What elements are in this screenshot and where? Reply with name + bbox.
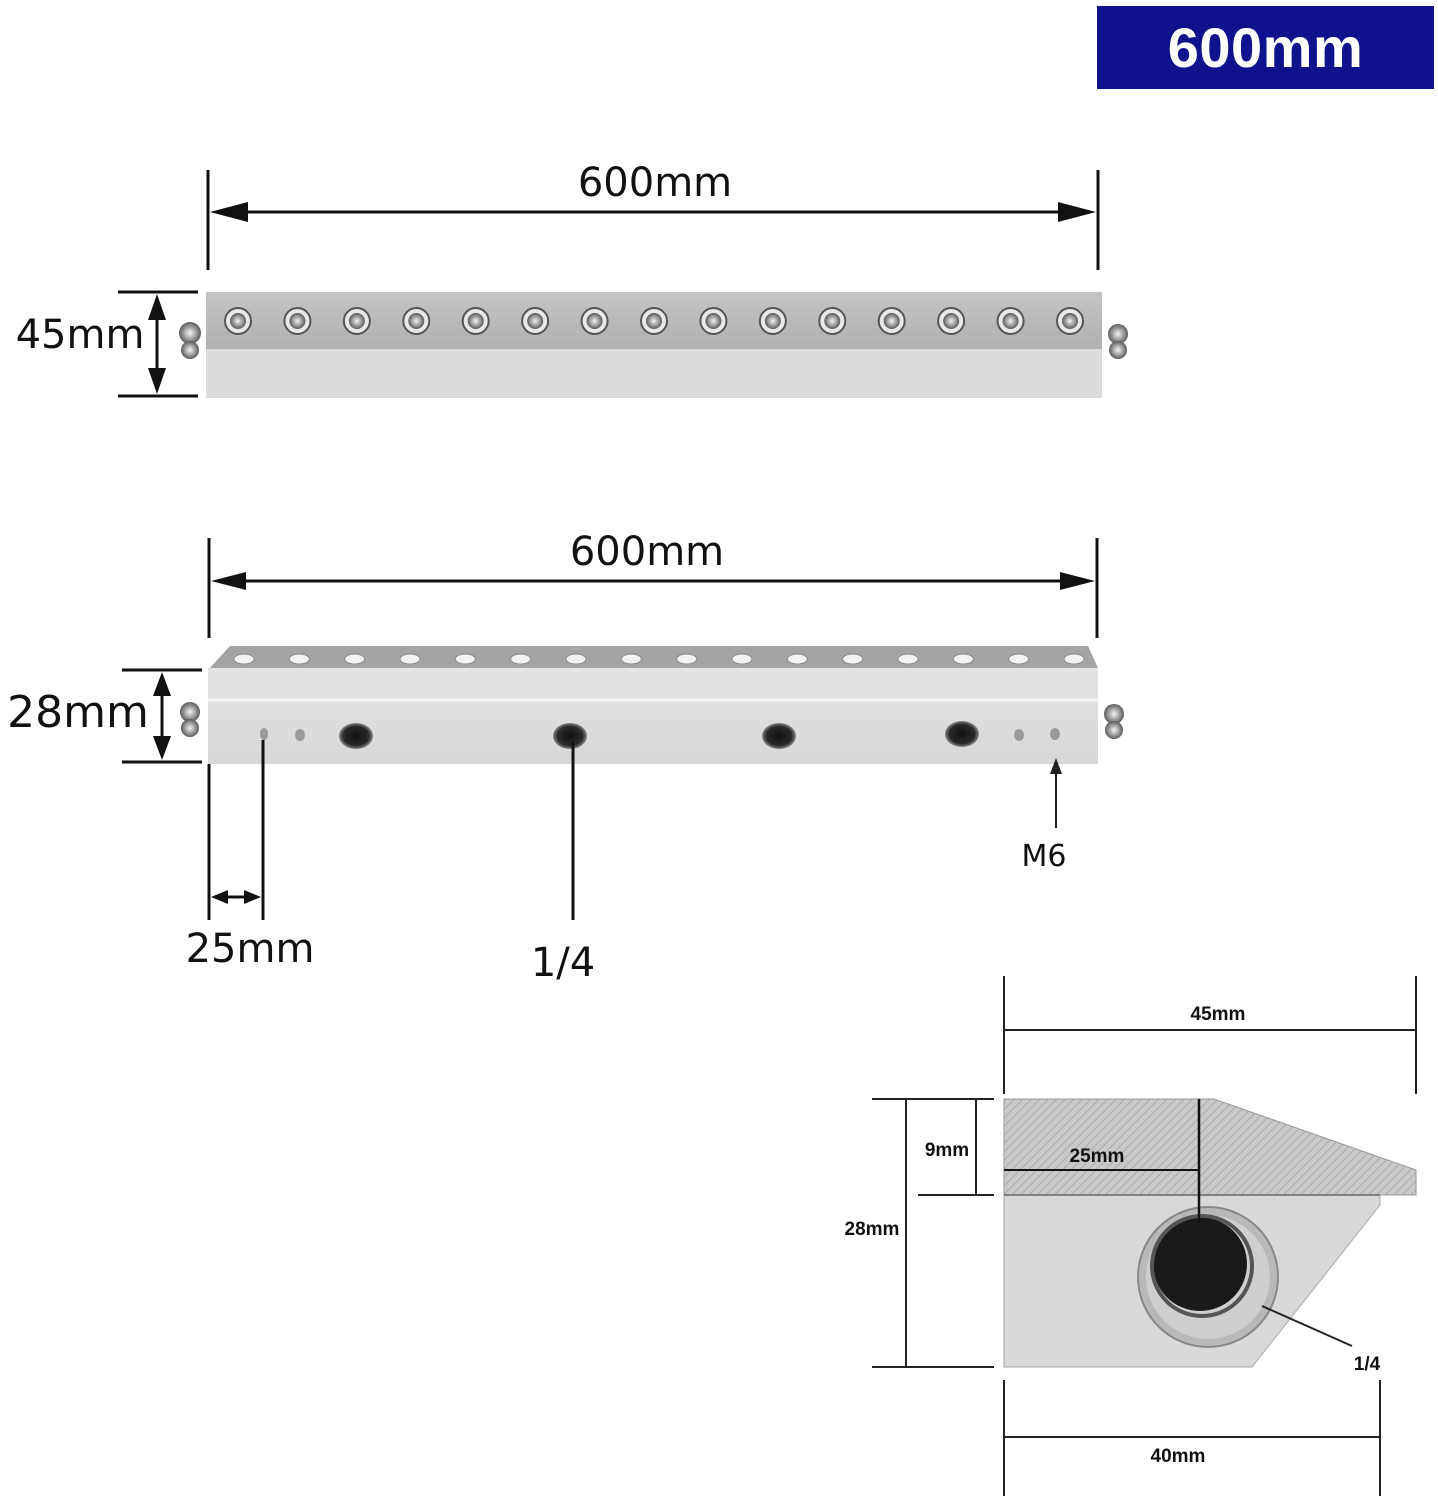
top-mount-hole bbox=[580, 307, 609, 335]
side-top-hole bbox=[510, 653, 532, 665]
side-top-hole bbox=[233, 653, 255, 665]
top-mount-hole bbox=[818, 307, 847, 335]
quarter-inch-hole bbox=[339, 723, 373, 749]
cross-height-label: 28mm bbox=[845, 1219, 900, 1240]
top-view: 600mm 45mm bbox=[16, 160, 1128, 398]
top-width-label: 45mm bbox=[16, 312, 145, 358]
side-height-label: 28mm bbox=[7, 687, 149, 738]
top-mount-hole bbox=[1056, 307, 1084, 335]
top-mount-hole bbox=[699, 307, 728, 335]
top-length-label: 600mm bbox=[578, 160, 732, 206]
thread-label: 1/4 bbox=[531, 940, 595, 986]
right-end-knob bbox=[1104, 704, 1124, 739]
side-top-hole bbox=[952, 653, 974, 665]
quarter-inch-hole bbox=[553, 723, 587, 749]
side-top-hole bbox=[897, 653, 919, 665]
top-mount-hole bbox=[402, 307, 431, 335]
side-top-hole bbox=[620, 653, 642, 665]
top-mount-hole bbox=[224, 307, 252, 335]
top-mount-hole bbox=[521, 307, 550, 335]
top-mount-hole bbox=[996, 307, 1025, 335]
m6-hole bbox=[295, 729, 305, 741]
side-top-hole bbox=[454, 653, 476, 665]
side-top-hole bbox=[344, 653, 366, 665]
top-mount-hole bbox=[758, 307, 787, 335]
side-bar-bevel bbox=[208, 646, 1098, 670]
quarter-inch-hole bbox=[762, 723, 796, 749]
m6-hole bbox=[260, 728, 268, 740]
top-mount-hole bbox=[461, 307, 490, 335]
profile-top-section bbox=[1003, 1098, 1417, 1196]
m6-hole bbox=[1014, 729, 1024, 741]
top-mount-hole bbox=[937, 307, 966, 335]
top-mount-hole bbox=[283, 307, 312, 335]
right-end-knob bbox=[1108, 324, 1128, 359]
base-label: 40mm bbox=[1151, 1446, 1206, 1467]
quarter-inch-hole bbox=[945, 721, 979, 747]
groove-label: 9mm bbox=[925, 1140, 969, 1161]
screw-label: M6 bbox=[1022, 839, 1067, 874]
side-view: 600mm 28mm bbox=[7, 529, 1124, 986]
top-mount-hole bbox=[640, 307, 668, 335]
side-top-hole bbox=[565, 653, 587, 665]
side-length-label: 600mm bbox=[570, 529, 724, 575]
cross-thread-label: 1/4 bbox=[1354, 1354, 1381, 1375]
side-top-hole bbox=[786, 653, 808, 665]
side-top-hole bbox=[842, 653, 864, 665]
threaded-hole bbox=[1153, 1217, 1247, 1311]
side-top-hole bbox=[1063, 653, 1085, 665]
cross-section: 45mm 25mm 9mm 28mm 1/4 40mm bbox=[845, 976, 1417, 1496]
side-top-hole bbox=[731, 653, 753, 665]
top-mount-hole bbox=[877, 307, 906, 335]
side-top-hole bbox=[399, 653, 421, 665]
left-end-knob bbox=[179, 322, 201, 359]
top-mount-hole bbox=[342, 307, 371, 335]
side-bar-body bbox=[208, 668, 1098, 764]
cross-width-label: 45mm bbox=[1191, 1004, 1246, 1025]
side-top-hole bbox=[676, 653, 698, 665]
side-top-hole bbox=[288, 653, 310, 665]
center-label: 25mm bbox=[1070, 1146, 1125, 1167]
left-end-knob bbox=[180, 702, 200, 737]
side-top-hole bbox=[1008, 653, 1030, 665]
size-badge: 600mm bbox=[1097, 6, 1434, 89]
offset-label: 25mm bbox=[186, 926, 315, 972]
m6-hole bbox=[1050, 728, 1060, 740]
